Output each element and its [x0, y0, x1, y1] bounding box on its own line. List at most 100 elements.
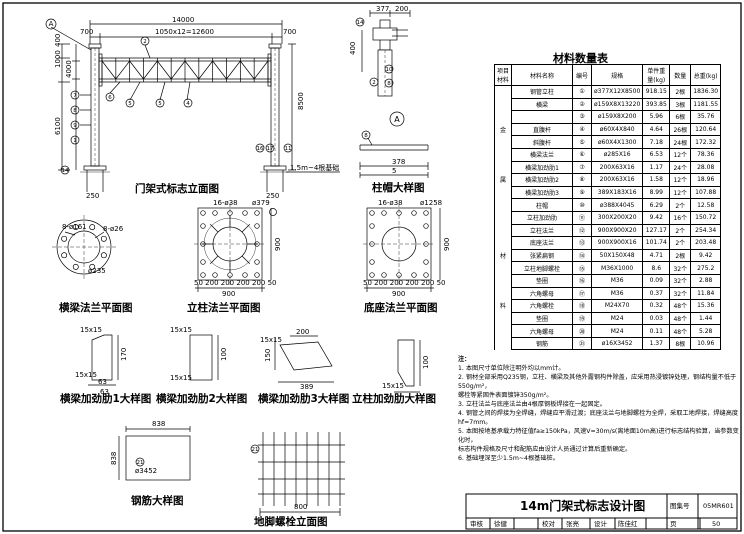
truss-diagonal — [226, 60, 241, 80]
group-cell — [493, 312, 513, 325]
group-cell — [493, 110, 513, 124]
cap-dim-200: 200 — [395, 5, 409, 13]
rib2-100: 100 — [220, 347, 228, 361]
bolt-hole — [254, 223, 260, 229]
materials-cell: ⑥ — [572, 147, 593, 162]
dim-700-left: 700 — [80, 28, 94, 36]
materials-cell: ⑰ — [572, 286, 593, 301]
rib4-100: 100 — [422, 355, 430, 369]
materials-cell: 200X63X16 — [591, 173, 644, 187]
materials-cell: 横梁加劲肋2 — [511, 173, 574, 187]
materials-cell: 9.42 — [642, 210, 671, 225]
materials-cell: ⑦ — [572, 160, 593, 175]
materials-cell: ③ — [572, 110, 593, 124]
bolt-hole — [423, 210, 429, 216]
rib1-170: 170 — [120, 347, 128, 361]
rib1-63: 63 — [98, 378, 107, 386]
bolt-hole — [212, 272, 218, 278]
materials-cell: 150.72 — [690, 210, 722, 225]
bolt-hole — [89, 224, 96, 231]
note-6: 6. 基础埋深至少1.5m~4根基础桩。 — [458, 455, 559, 462]
group-cell — [493, 236, 513, 250]
svg-text:7: 7 — [73, 93, 77, 99]
dim-4000: 4000 — [65, 60, 73, 78]
materials-cell: 8.99 — [642, 185, 671, 200]
flange-rib — [241, 255, 251, 265]
base-flange-dia: ø1258 — [420, 199, 443, 207]
bolt-hole — [423, 272, 429, 278]
materials-cell: 389X183X16 — [591, 185, 644, 200]
elevation-view — [45, 18, 340, 192]
group-cell: 金 — [493, 123, 513, 136]
group-cell: 属 — [493, 173, 513, 187]
bolt-hole — [369, 272, 375, 278]
rebar-h: 838 — [110, 451, 118, 465]
materials-cell: 1.58 — [642, 173, 671, 187]
materials-cell: 立柱地脚螺栓 — [511, 261, 574, 275]
rebar-w: 838 — [152, 420, 166, 428]
materials-cell: ø159X8X13220 — [591, 97, 644, 112]
materials-cell: 5.28 — [690, 324, 722, 338]
materials-cell: M24 — [591, 311, 644, 326]
bolt-hole — [369, 223, 375, 229]
bolt-hole — [100, 252, 107, 259]
group-cell — [493, 85, 513, 99]
rib2-title: 横梁加劲肋2大样图 — [156, 393, 248, 405]
materials-cell: 6.29 — [642, 198, 671, 212]
materials-cell: 4.71 — [642, 248, 671, 263]
materials-cell: 35.76 — [690, 110, 722, 124]
materials-cell: ⑤ — [572, 135, 593, 149]
ribs-views — [88, 334, 421, 393]
group-cell — [493, 274, 513, 287]
bolt-hole — [423, 223, 429, 229]
svg-text:11: 11 — [285, 146, 292, 152]
materials-cell: 7.18 — [642, 135, 671, 149]
rib2-chamfer: 15x15 — [170, 326, 192, 334]
flange-rib — [241, 223, 251, 233]
bolt-hole — [200, 272, 206, 278]
materials-cell: 1.37 — [642, 336, 671, 351]
materials-cell: 钢筋 — [511, 336, 574, 351]
materials-cell: 六角螺栓 — [511, 299, 574, 313]
truss-diagonal — [115, 60, 130, 80]
note-4: 4. 钢管之间的焊接为全焊缝，焊缝应平滑过渡；底座法兰与地脚螺栓为全焊，采取工地… — [458, 410, 739, 426]
bolt-hole — [254, 259, 260, 265]
materials-cell: 24个 — [669, 160, 692, 175]
materials-cell: 立柱加劲肋 — [511, 210, 574, 225]
group-cell — [493, 337, 513, 350]
materials-cell: 0.03 — [642, 311, 671, 326]
rib1-63b: 63 — [100, 388, 109, 396]
note-3: 3. 立柱法兰与底座法兰由4根厚钢板焊接在一起固定。 — [458, 401, 606, 408]
svg-text:14: 14 — [357, 20, 364, 26]
notes-heading: 注： — [458, 356, 471, 363]
drawing-title: 14m门架式标志设计图 — [520, 499, 646, 513]
materials-cell: ⑯ — [572, 273, 593, 288]
materials-cell: ⑮ — [572, 261, 593, 275]
column-flange-w: 900 — [222, 290, 236, 298]
column-flange-holes: 16-ø38 — [213, 199, 238, 207]
svg-text:2: 2 — [143, 39, 147, 45]
rebar-view — [118, 426, 191, 481]
materials-cell: 12个 — [669, 185, 692, 200]
group-cell — [493, 148, 513, 162]
svg-text:21: 21 — [252, 447, 259, 453]
bolt-hole — [411, 272, 417, 278]
svg-text:10: 10 — [386, 67, 393, 73]
materials-cell: 6.53 — [642, 147, 671, 162]
rib4-title: 立柱加劲肋大样图 — [352, 393, 436, 405]
materials-cell: 254.34 — [690, 223, 722, 238]
col-unit-weight: 单件重量(kg) — [642, 64, 671, 86]
dim-1000: 1000 — [54, 50, 62, 68]
materials-cell: 200X63X16 — [591, 160, 644, 175]
rib3-389: 389 — [300, 383, 314, 391]
page-no: 50 — [712, 520, 721, 528]
materials-cell: 12.58 — [690, 198, 722, 212]
group-cell: 料 — [493, 299, 513, 313]
